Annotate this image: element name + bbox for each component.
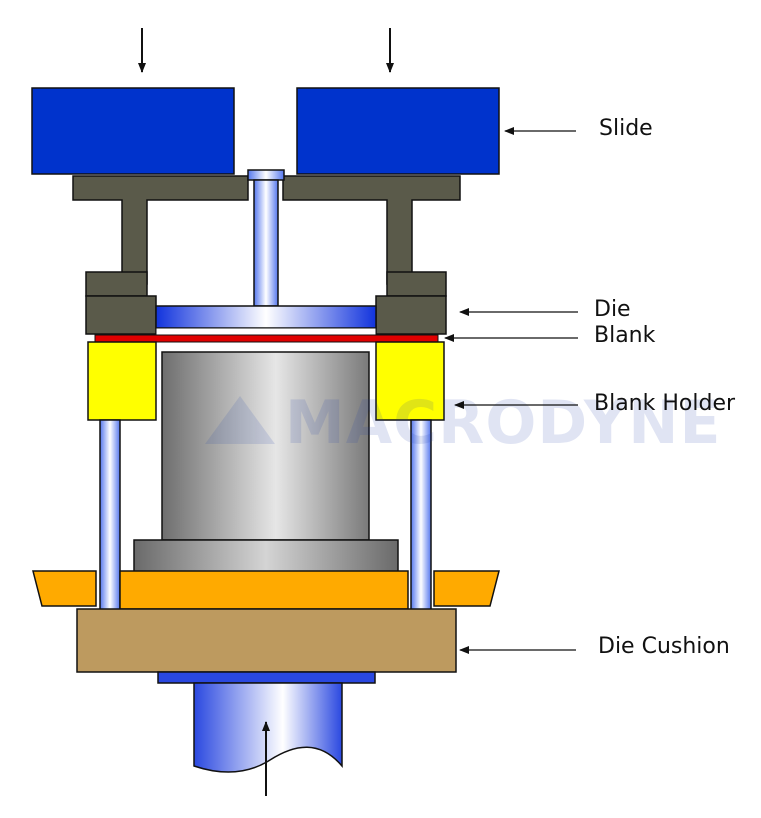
watermark: MACRODYNE [205,388,721,458]
knockout-rod [253,179,279,307]
punch-base [133,539,399,573]
slide-block-right [296,87,500,175]
knockout-rod-cap [247,169,285,181]
die-frame-left-foot [85,271,148,297]
die-block-left [85,295,157,335]
blank-sheet [94,334,439,343]
downward-force-arrows [138,28,394,73]
knockout-plate [155,305,377,329]
label-blank-holder: Blank Holder [594,391,736,416]
die-frame-right-foot [386,271,447,297]
label-slide: Slide [599,116,653,141]
blank-holder-left [87,341,157,421]
blank-holder-right [375,341,445,421]
die-frame-left [72,175,249,285]
die-cushion-plate [76,608,457,673]
label-die-cushion: Die Cushion [598,634,730,659]
watermark-text: MACRODYNE [285,388,721,458]
bolster-wing-left [32,570,97,607]
label-blank: Blank [594,323,656,348]
bolster-plate [119,570,409,610]
die-frame-right [282,175,461,285]
label-die: Die [594,297,631,322]
label-leader-arrows [444,127,578,654]
punch [161,351,370,541]
watermark-logo-icon [205,396,275,444]
cushion-pin-left [99,419,121,611]
cushion-ram-shaft [193,682,343,773]
bolster-wing-right [433,570,500,607]
knockout-plate-gap [155,327,377,336]
slide-block-left [31,87,235,175]
die-block-right [375,295,447,335]
cushion-ram-flange [157,671,376,684]
